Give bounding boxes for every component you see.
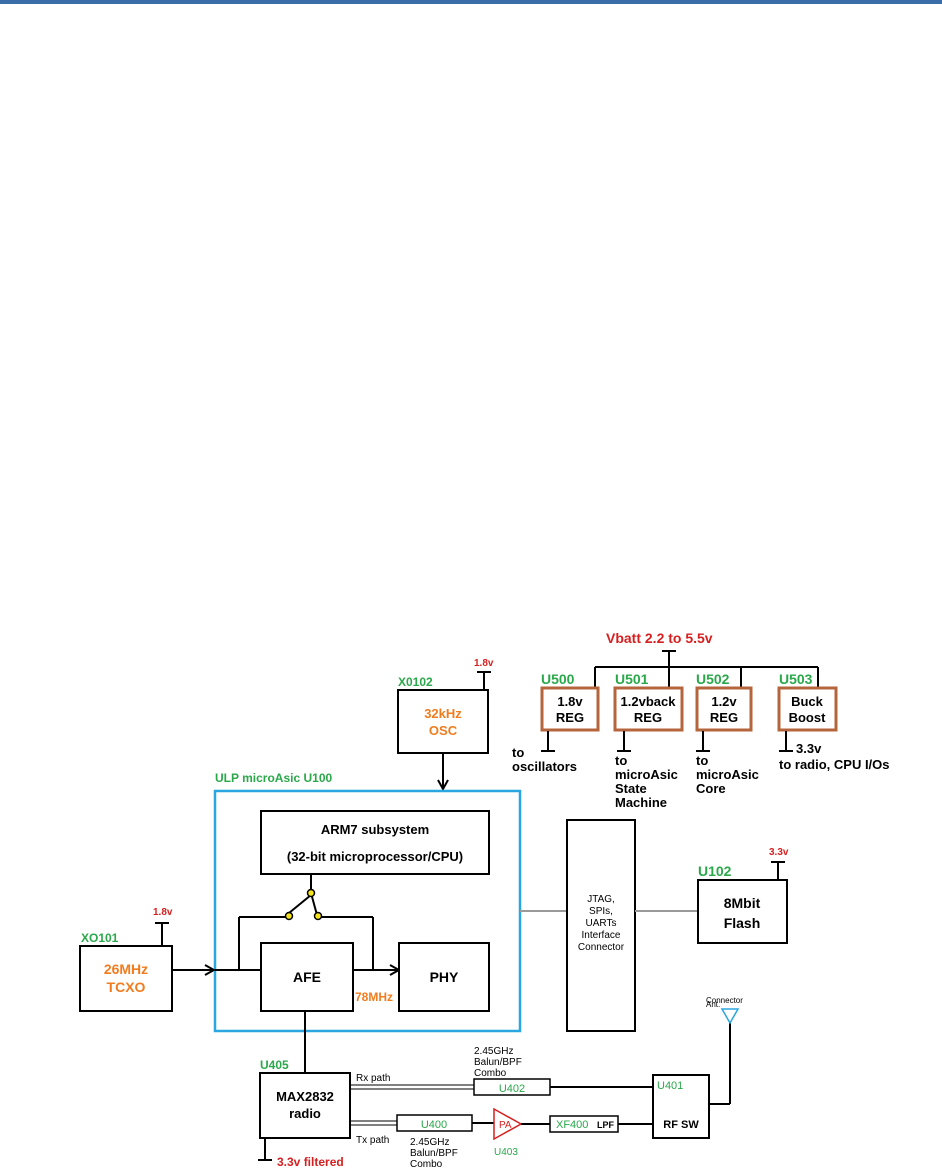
regulator-out-line: microAsic <box>615 767 678 782</box>
radio-supply: 3.3v filtered <box>277 1155 344 1169</box>
osc-32khz-id: X0102 <box>398 675 433 689</box>
regulator-id: U501 <box>615 671 649 687</box>
tx-balun-caption: 2.45GHz <box>410 1137 449 1148</box>
flash-supply: 3.3v <box>769 847 789 858</box>
asic-label: ULP microAsic U100 <box>215 771 332 785</box>
jtag-line: SPIs, <box>589 906 613 917</box>
lpf-label: LPF <box>597 1120 615 1130</box>
regulator-out-line: microAsic <box>696 767 759 782</box>
osc-32khz-line1: 32kHz <box>424 706 462 721</box>
regulator-box <box>695 686 753 732</box>
jtag-line: JTAG, <box>587 894 615 905</box>
afe-clock-label: 78MHz <box>355 990 393 1004</box>
regulator-line1: Buck <box>791 694 824 709</box>
power-section: Vbatt 2.2 to 5.5v U500 1.8v REG to oscil… <box>512 630 890 810</box>
flash-line2: Flash <box>724 915 761 931</box>
radio-line2: radio <box>289 1106 321 1121</box>
radio-id: U405 <box>260 1058 289 1072</box>
rf-switch-box <box>652 1074 710 1139</box>
regulator-out-line: to <box>696 753 708 768</box>
rx-balun-caption: Combo <box>474 1068 507 1079</box>
tx-balun-caption: Balun/BPF <box>410 1148 458 1159</box>
rx-balun-caption: Balun/BPF <box>474 1057 522 1068</box>
regulator-line2: REG <box>634 710 662 725</box>
arm-box <box>260 810 490 875</box>
radio-box <box>259 1072 351 1139</box>
regulator-line2: REG <box>710 710 738 725</box>
afe-box <box>260 942 354 1012</box>
clock-switch <box>238 874 374 970</box>
tcxo-id: XO101 <box>81 931 119 945</box>
pa-label: PA <box>499 1120 512 1131</box>
rf-switch-id: U401 <box>657 1080 683 1092</box>
regulator-box <box>613 686 684 732</box>
tx-path-label: Tx path <box>356 1135 389 1146</box>
regulator-out-line: to radio, CPU I/Os <box>779 757 890 772</box>
regulator-u501: U501 1.2vback REG to microAsic State Mac… <box>613 671 684 810</box>
rf-switch-label: RF SW <box>663 1119 699 1131</box>
rx-balun-caption: 2.45GHz <box>474 1046 513 1057</box>
regulator-line1: 1.2v <box>711 694 737 709</box>
rx-balun-id: U402 <box>499 1083 525 1095</box>
rf-section: Rx path 2.45GHz Balun/BPF Combo U402 Tx … <box>350 996 743 1170</box>
regulator-id: U500 <box>541 671 575 687</box>
jtag-connector: JTAG, SPIs, UARTs Interface Connector <box>520 819 698 1032</box>
regulator-out-line: to <box>615 753 627 768</box>
jtag-box <box>566 819 636 1032</box>
arm-line1: ARM7 subsystem <box>321 822 429 837</box>
tcxo-line1: 26MHz <box>104 961 148 977</box>
regulator-u500: U500 1.8v REG to oscillators <box>512 671 600 774</box>
osc-32khz: X0102 1.8v 32kHz OSC <box>397 658 494 789</box>
regulator-u502: U502 1.2v REG to microAsic Core <box>695 671 759 796</box>
tcxo-line2: TCXO <box>107 979 146 995</box>
flash-u102: U102 3.3v 8Mbit Flash <box>697 847 789 944</box>
jtag-line: UARTs <box>586 918 617 929</box>
jtag-line: Connector <box>578 942 625 953</box>
regulator-box <box>540 686 600 732</box>
afe-label: AFE <box>293 969 321 985</box>
regulator-id: U503 <box>779 671 813 687</box>
rx-path-label: Rx path <box>356 1073 390 1084</box>
radio-line1: MAX2832 <box>276 1089 334 1104</box>
arm-line2: (32-bit microprocessor/CPU) <box>287 849 463 864</box>
radio-u405: U405 MAX2832 radio 3.3v filtered <box>258 1011 351 1169</box>
regulator-out-line: Machine <box>615 795 667 810</box>
pa-amplifier <box>493 1107 523 1141</box>
tcxo-supply: 1.8v <box>153 907 173 918</box>
regulator-line2: Boost <box>789 710 827 725</box>
vbatt-label: Vbatt 2.2 to 5.5v <box>606 630 713 646</box>
phy-label: PHY <box>430 969 459 985</box>
lpf-id: XF400 <box>556 1119 588 1131</box>
flash-box <box>697 879 788 944</box>
regulator-line2: REG <box>556 710 584 725</box>
flash-line1: 8Mbit <box>724 895 761 911</box>
antenna-label: Connector <box>706 996 743 1005</box>
jtag-line: Interface <box>582 930 621 941</box>
asic-u100: ULP microAsic U100 ARM7 subsystem (32-bi… <box>213 771 522 1033</box>
regulator-id: U502 <box>696 671 730 687</box>
regulator-out-line: to <box>512 745 524 760</box>
regulator-out-line: Core <box>696 781 726 796</box>
regulator-u503: U503 Buck Boost 3.3v to radio, CPU I/Os <box>777 671 890 772</box>
header-bar <box>0 0 942 4</box>
phy-box <box>398 942 490 1012</box>
osc-32khz-supply: 1.8v <box>474 658 494 669</box>
regulator-box <box>777 686 838 732</box>
regulator-out-line: State <box>615 781 647 796</box>
osc-32khz-box <box>397 689 489 754</box>
regulator-out-line: 3.3v <box>796 741 822 756</box>
antenna-icon <box>720 1008 740 1025</box>
tcxo-xo101: XO101 1.8v 26MHz TCXO <box>79 907 260 1012</box>
antenna-label: Ant. <box>706 1000 720 1009</box>
tcxo-box <box>79 945 173 1012</box>
osc-32khz-line2: OSC <box>429 723 458 738</box>
flash-id: U102 <box>698 863 732 879</box>
regulator-out-line: oscillators <box>512 759 577 774</box>
regulator-line1: 1.2vback <box>621 694 677 709</box>
tx-balun-id: U400 <box>421 1119 447 1131</box>
pa-id: U403 <box>494 1147 518 1158</box>
tx-balun-caption: Combo <box>410 1159 443 1170</box>
regulator-line1: 1.8v <box>557 694 583 709</box>
